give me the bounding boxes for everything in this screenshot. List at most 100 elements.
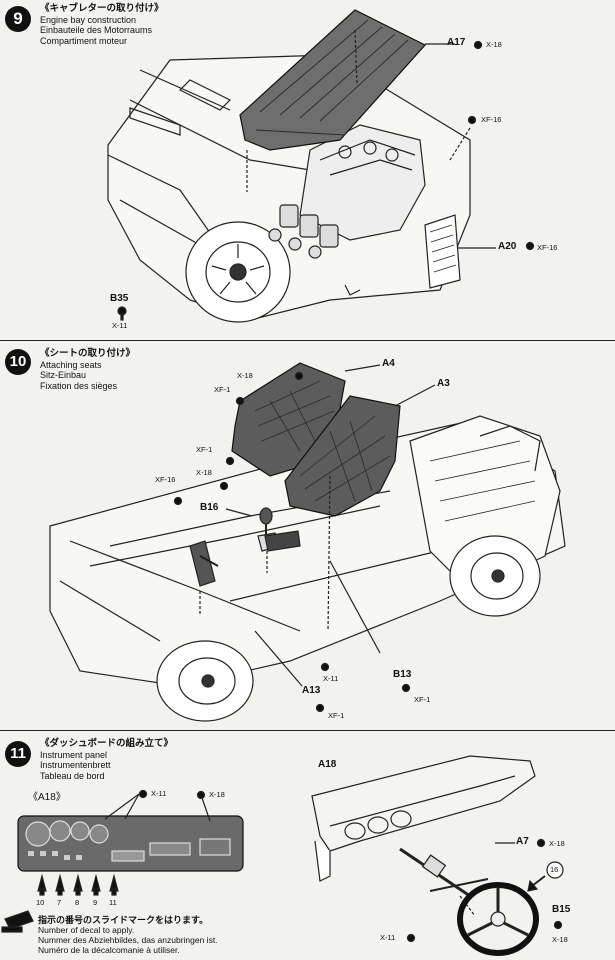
step-10-titles: 《シートの取り付け》 Attaching seats Sitz-Einbau F…	[40, 348, 136, 391]
step-11-decal-number: 9	[93, 898, 98, 907]
step-11-titles: 《ダッシュボードの組み立て》 Instrument panel Instrume…	[40, 738, 174, 781]
step-10-part-b13	[264, 530, 301, 552]
step-11-drawing	[1, 755, 564, 956]
step-10-label-b13: B13	[393, 669, 412, 680]
screw-icon	[294, 371, 304, 381]
step-11-sub-label-a18: 《A18》	[28, 792, 66, 803]
step-10-screw-xf16: XF-16	[155, 475, 176, 484]
step-11-note-de: Nummer des Abziehbildes, das anzubringen…	[38, 935, 218, 945]
step-9-screw-xf16-a: XF-16	[481, 115, 502, 124]
screw-icon	[138, 789, 148, 799]
step-9-title-fr: Compartiment moteur	[40, 35, 128, 46]
step-10-label-b16: B16	[200, 502, 219, 513]
step-10-screw-x18-b: X-18	[196, 468, 212, 477]
step-9-drawing	[107, 9, 535, 323]
step-10-title-en: Attaching seats	[40, 359, 102, 370]
screw-icon	[219, 481, 229, 491]
decal-marker-icon	[546, 861, 564, 879]
step-10-drawing	[49, 362, 566, 722]
step-9: 9 《キャブレターの取り付け》 Engine bay construction …	[0, 0, 615, 340]
screw-icon	[315, 703, 325, 713]
step-10-screw-xf1-b: XF-1	[196, 445, 213, 454]
screw-icon	[406, 933, 416, 943]
step-9-titles: 《キャブレターの取り付け》 Engine bay construction Ei…	[40, 3, 164, 46]
step-9-title-de: Einbauteile des Motorraums	[40, 25, 153, 35]
screw-icon	[473, 40, 483, 50]
step-11-screw-x18-a: X-18	[209, 790, 225, 799]
divider	[0, 730, 615, 731]
step-9-label-a17: A17	[447, 37, 466, 48]
step-11: 11 《ダッシュボードの組み立て》 Instrument panel Instr…	[0, 731, 615, 960]
step-11-decal-number: 11	[109, 898, 117, 907]
step-11-decal-number: 10	[36, 898, 45, 907]
step-11-badge: 11	[5, 741, 31, 767]
step-11-label-b15: B15	[552, 904, 571, 915]
step-11-label-a18: A18	[318, 759, 337, 770]
step-11-screw-x11-b: X-11	[380, 933, 396, 942]
step-11-title-jp: 《ダッシュボードの組み立て》	[40, 738, 174, 749]
screw-icon	[173, 496, 183, 506]
step-10: 10 《シートの取り付け》 Attaching seats Sitz-Einba…	[0, 341, 615, 729]
step-10-screw-xf1-a: XF-1	[214, 385, 231, 394]
step-11-part-b15	[457, 882, 539, 956]
step-10-badge: 10	[5, 349, 31, 375]
step-9-screw-x11: X-11	[112, 321, 128, 330]
step-10-title-de: Sitz-Einbau	[40, 370, 87, 380]
step-10-screw-x11: X-11	[323, 674, 339, 683]
step-11-screw-x18-c: X-18	[552, 935, 568, 944]
step-11-decal-number: 8	[75, 898, 80, 907]
step-11-label-a7: A7	[516, 836, 529, 847]
step-10-title-fr: Fixation des sièges	[40, 380, 118, 391]
step-10-part-a3	[284, 395, 401, 517]
step-10-screw-xf1-d: XF-1	[328, 711, 345, 720]
step-9-label-a20: A20	[498, 241, 517, 252]
step-10-label-a13: A13	[302, 685, 321, 696]
step-11-part-a7	[399, 847, 489, 898]
step-10-label-a4: A4	[382, 358, 395, 369]
step-9-badge: 9	[5, 6, 31, 32]
decal-finger-icon	[1, 910, 34, 933]
step-10-title-jp: 《シートの取り付け》	[40, 348, 136, 359]
screw-icon	[536, 838, 546, 848]
step-11-part-a18	[311, 755, 536, 882]
screw-icon	[467, 115, 477, 125]
step-9-screw-x18: X-18	[486, 40, 502, 49]
decal-arrow-icon	[73, 873, 83, 896]
decal-arrow-icon	[91, 873, 101, 896]
step-10-label-a3: A3	[437, 378, 450, 389]
decal-arrow-icon	[37, 873, 47, 896]
step-11-decal-number: 7	[57, 898, 62, 907]
step-11-title-fr: Tableau de bord	[40, 770, 105, 781]
step-9-title-en: Engine bay construction	[40, 14, 137, 25]
step-10-screw-xf1-c: XF-1	[414, 695, 431, 704]
screw-icon	[320, 662, 330, 672]
step-11-dashboard-panel	[17, 815, 244, 872]
screw-icon	[117, 306, 127, 321]
step-9-screw-xf16-b: XF-16	[537, 243, 558, 252]
step-9-label-b35: B35	[110, 293, 129, 304]
step-9-part-a20	[424, 214, 461, 289]
step-10-part-a13	[189, 540, 219, 587]
screw-icon	[553, 920, 563, 930]
screw-icon	[235, 396, 245, 406]
step-9-carburetors	[268, 204, 339, 259]
step-11-title-de: Instrumentenbrett	[40, 760, 111, 770]
step-11-note-fr: Numéro de la décalcomanie à utiliser.	[38, 945, 180, 955]
step-11-screw-x11-a: X-11	[151, 789, 167, 798]
step-9-title-jp: 《キャブレターの取り付け》	[40, 3, 164, 14]
screw-icon	[196, 790, 206, 800]
step-11-note-en: Number of decal to apply.	[38, 925, 135, 935]
step-11-note-jp: 指示の番号のスライドマークをはります。	[38, 915, 209, 925]
divider	[0, 340, 615, 341]
decal-arrow-icon	[109, 873, 119, 896]
step-10-screw-x18-a: X-18	[237, 371, 253, 380]
screw-icon	[225, 456, 235, 466]
step-11-decal-note: 指示の番号のスライドマークをはります。 Number of decal to a…	[38, 915, 218, 955]
step-11-screw-x18-b: X-18	[549, 839, 565, 848]
screw-icon	[401, 683, 411, 693]
step-9-part-a17	[239, 9, 426, 151]
screw-icon	[525, 241, 535, 251]
decal-arrow-icon	[55, 873, 65, 896]
step-11-decal-marker: 16	[550, 865, 559, 874]
step-11-title-en: Instrument panel	[40, 749, 108, 760]
